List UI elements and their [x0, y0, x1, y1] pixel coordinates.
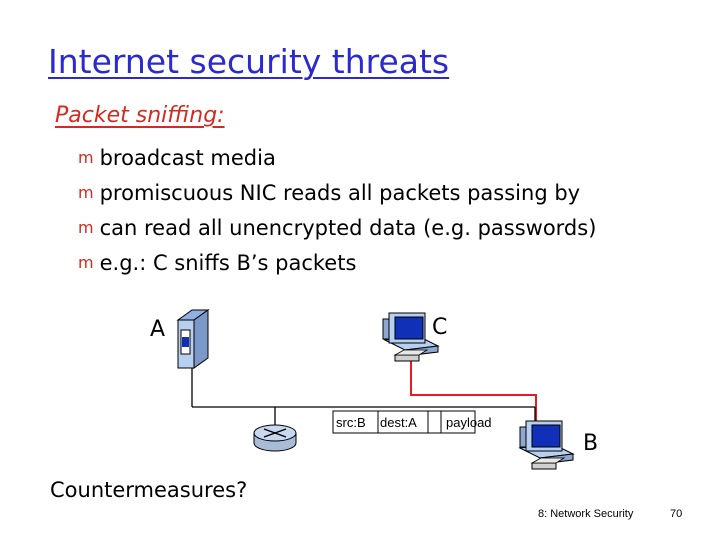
- bullet-icon: m: [78, 183, 94, 202]
- bullet-item: m can read all unencrypted data (e.g. pas…: [78, 213, 596, 248]
- page-number: 70: [670, 508, 683, 520]
- footer-text: 8: Network Security: [538, 508, 634, 520]
- host-a-server-icon: [176, 309, 210, 369]
- bullet-item: m promiscuous NIC reads all packets passi…: [78, 178, 596, 213]
- packet-dest: dest:A: [380, 415, 417, 430]
- bullet-list: m broadcast media m promiscuous NIC reads …: [78, 143, 596, 283]
- packet-src: src:B: [336, 415, 366, 430]
- bullet-text: can read all unencrypted data (e.g. pass…: [99, 216, 597, 240]
- bullet-text: e.g.: C sniffs B’s packets: [99, 251, 357, 275]
- section-heading: Packet sniffing:: [55, 103, 225, 128]
- countermeasures-question: Countermeasures?: [50, 478, 248, 502]
- host-c-label: C: [432, 315, 447, 340]
- host-a-label: A: [150, 317, 165, 342]
- bullet-icon: m: [78, 148, 94, 167]
- slide-title: Internet security threats: [48, 42, 450, 81]
- router-icon: [253, 407, 297, 452]
- host-b-workstation-icon: [518, 420, 575, 470]
- host-c-workstation-icon: [382, 312, 440, 362]
- bullet-item: m broadcast media: [78, 143, 596, 178]
- bullet-icon: m: [78, 253, 94, 272]
- host-b-label: B: [583, 431, 598, 456]
- packet: src:B dest:A payload: [332, 410, 492, 434]
- bullet-text: broadcast media: [99, 146, 276, 170]
- packet-payload: payload: [446, 415, 492, 430]
- sniff-path: [410, 355, 537, 432]
- bullet-text: promiscuous NIC reads all packets passin…: [99, 181, 581, 205]
- bullet-icon: m: [78, 218, 94, 237]
- bullet-item: m e.g.: C sniffs B’s packets: [78, 248, 596, 283]
